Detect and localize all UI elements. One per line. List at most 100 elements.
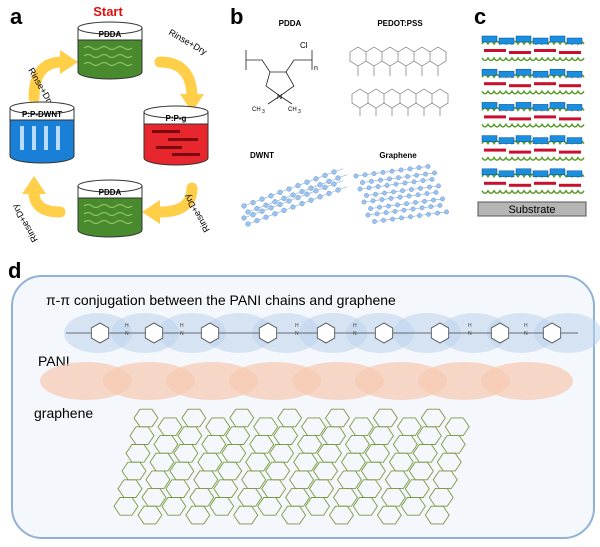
pani-h-atom: H	[180, 323, 184, 329]
graphene-bead	[377, 204, 382, 210]
graphene-hexagon	[380, 488, 406, 507]
graphene-hexagon	[157, 417, 183, 437]
graphene-hexagon	[316, 444, 343, 463]
graphene-ellipse	[40, 362, 132, 400]
red-bar	[484, 49, 506, 52]
graphene-bead	[401, 207, 407, 213]
graphene-hexagon	[416, 426, 442, 445]
dwnt-bead	[259, 208, 265, 214]
panel-d-title: π-π conjugation between the PANI chains …	[46, 292, 396, 308]
arrow-top-left	[28, 56, 68, 104]
graphene-hexagon	[348, 417, 374, 437]
beaker-bottom-label: PDDA	[99, 188, 122, 197]
dwnt-bead	[241, 215, 247, 221]
benzene-ring	[430, 322, 450, 344]
graphene-ellipse	[292, 362, 384, 400]
graphene-hexagon	[113, 497, 139, 516]
graphene-bead	[391, 189, 396, 195]
arrow-bottom-right-head	[142, 200, 160, 224]
graphene-bead	[360, 180, 365, 185]
red-bar	[484, 115, 506, 119]
graphene-hexagon	[324, 408, 351, 428]
panel-d-letter: d	[8, 258, 21, 283]
graphene-lattice	[113, 408, 470, 525]
pani-h-atom: H	[524, 323, 528, 329]
pani-n-atom: N	[353, 331, 357, 337]
blue-block	[498, 37, 515, 45]
blue-block	[566, 104, 583, 111]
graphene-bead	[426, 211, 431, 217]
graphene-hexagon	[181, 408, 207, 428]
graphene-bead	[419, 205, 425, 211]
graphene-hexagon	[297, 435, 323, 454]
graphene-bead	[371, 171, 377, 177]
graphene-hexagon	[304, 497, 331, 516]
graphene-label: graphene	[34, 405, 93, 421]
graphene-hexagon	[424, 505, 450, 525]
panel-a-letter: a	[10, 4, 23, 29]
dwnt-bead	[250, 212, 256, 218]
pedot-name: PEDOT:PSS	[377, 19, 423, 28]
green-layer	[481, 122, 585, 128]
graphene-hexagon	[205, 417, 231, 437]
beaker-right-label: P:P-g	[166, 114, 187, 123]
dwnt-bead	[286, 186, 292, 192]
graphene-hexagon	[189, 488, 215, 507]
panel-b: b PDDA PEDOT:PSS DWNT Graphene Cl n N CH…	[230, 4, 449, 227]
graphene-hexagon	[117, 479, 143, 498]
graphene-hexagon	[145, 470, 171, 490]
blue-block	[549, 102, 566, 109]
graphene-hexagon	[332, 488, 358, 507]
graphene-hexagon	[420, 408, 446, 428]
graphene-hexagon	[249, 435, 275, 454]
graphene-hexagon	[356, 479, 382, 498]
graphene-bead	[400, 188, 405, 194]
graphene-bead	[402, 180, 408, 186]
arrow-bottom-right	[154, 182, 198, 218]
graphene-bead	[409, 187, 414, 192]
pdda-methyl-2-sub: 3	[298, 109, 301, 115]
graphene-bead	[425, 163, 431, 169]
start-label: Start	[93, 4, 123, 19]
blue-block	[498, 70, 515, 78]
graphene-bead	[427, 184, 432, 190]
dwnt-bead	[263, 202, 269, 208]
pani-h-atom: H	[295, 323, 299, 329]
graphene-structure	[353, 163, 449, 224]
graphene-hexagon	[352, 497, 378, 516]
arrow-top-right-head	[180, 94, 204, 112]
graphene-hexagon	[241, 470, 267, 490]
graphene-bead	[392, 208, 398, 214]
dwnt-bead	[263, 214, 269, 220]
graphene-bead	[368, 206, 373, 211]
graphene-hexagon	[129, 426, 155, 445]
arrow-label-bottom-right: Rinse+Dry	[182, 192, 212, 234]
blue-block	[549, 68, 566, 76]
graphene-hexagon	[161, 497, 187, 516]
blue-block	[498, 104, 515, 111]
graphene-hexagon	[285, 488, 311, 507]
dwnt-bead	[322, 184, 328, 191]
graphene-bead	[369, 178, 374, 184]
dwnt-bead	[299, 201, 305, 207]
beaker-left-label: P:P-DWNT	[22, 110, 62, 119]
graphene-bead	[424, 191, 430, 197]
graphene-hexagon	[368, 426, 394, 445]
graphene-bead	[413, 200, 418, 205]
dwnt-bead	[335, 187, 341, 193]
blue-block	[549, 168, 566, 176]
graphene-hexagon	[308, 479, 335, 498]
graphene-bead	[378, 177, 383, 183]
dwnt-bead	[322, 172, 328, 179]
red-bar	[509, 117, 531, 121]
graphene-hexagon	[440, 435, 466, 454]
panel-b-letter: b	[230, 4, 243, 29]
graphene-hexagon	[408, 461, 434, 481]
graphene-hexagon	[229, 408, 255, 428]
dwnt-bead	[277, 189, 283, 196]
red-bar	[484, 82, 506, 86]
panel-a: a Start Rinse+Dry Rinse+Dry Rinse+Dry Ri…	[9, 4, 212, 244]
graphene-hexagon	[165, 479, 191, 498]
graphene-bead	[386, 203, 391, 209]
benzene-ring	[542, 322, 562, 344]
